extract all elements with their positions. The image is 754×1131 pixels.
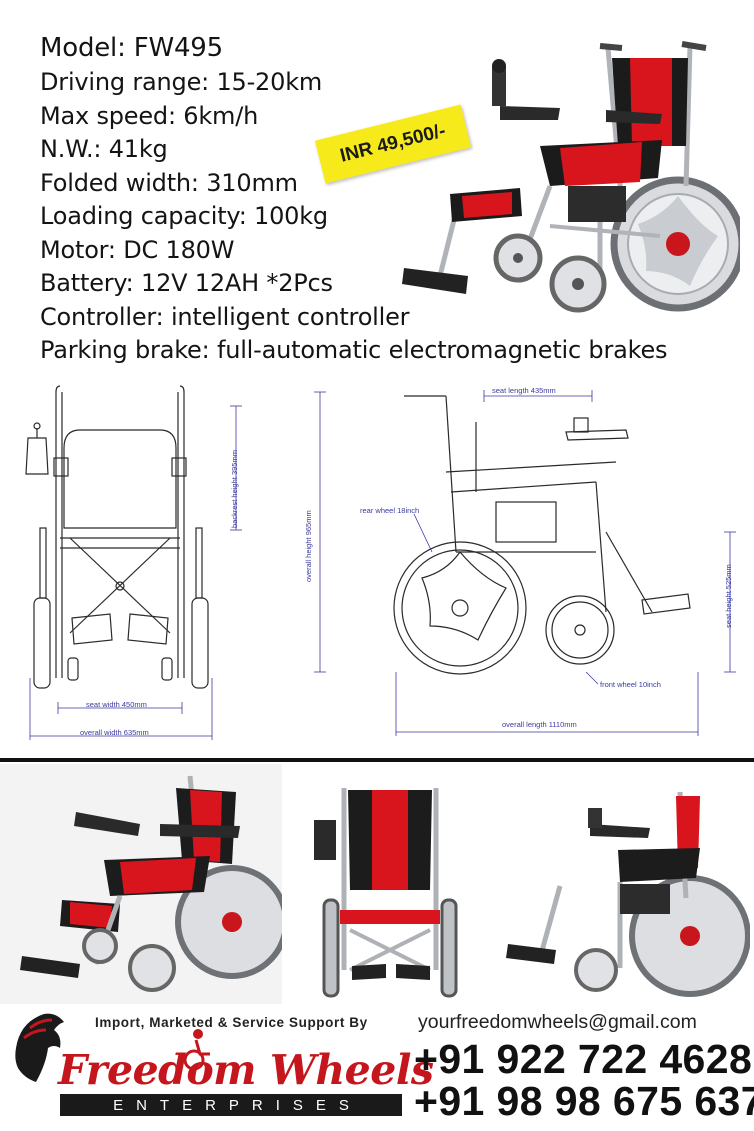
side-view-drawing <box>314 390 736 736</box>
section-divider <box>0 758 754 762</box>
front-view-drawing <box>25 385 242 740</box>
spec-max-speed: Max speed: 6km/h <box>40 101 259 130</box>
brand-logo: Freedom Wheels ENTERPRISES <box>10 1008 434 1120</box>
dim-overall-length: overall length 1110mm <box>502 720 577 729</box>
horse-head-icon <box>15 1013 65 1082</box>
wheelchair-photo-front <box>314 788 458 998</box>
contact-phone-1[interactable]: +91 922 722 4628 <box>414 1036 753 1082</box>
spec-list: Model: FW495 Driving range: 15-20km Max … <box>40 30 680 368</box>
wheelchair-photo-angle <box>0 764 282 1004</box>
spec-motor: Motor: DC 180W <box>40 235 235 264</box>
spec-loading-capacity: Loading capacity: 100kg <box>40 202 328 230</box>
dim-seat-length: seat length 435mm <box>492 386 556 395</box>
dim-seat-width: seat width 450mm <box>86 700 147 709</box>
wheelchair-photo-side <box>506 791 750 997</box>
import-tagline: Import, Marketed & Service Support By <box>95 1015 368 1030</box>
model-name: Model: FW495 <box>40 33 223 63</box>
brand-subtitle: ENTERPRISES <box>113 1096 362 1114</box>
dim-front-wheel: front wheel 10inch <box>600 680 661 689</box>
spec-net-weight: N.W.: 41kg <box>40 135 168 163</box>
contact-phone-2[interactable]: +91 98 98 675 637 <box>414 1078 754 1124</box>
spec-battery: Battery: 12V 12AH *2Pcs <box>40 269 333 297</box>
contact-email[interactable]: yourfreedomwheels@gmail.com <box>418 1011 697 1033</box>
spec-parking-brake: Parking brake: full-automatic electromag… <box>40 336 668 364</box>
spec-folded-width: Folded width: 310mm <box>40 168 298 197</box>
dim-backrest-height: backrest height 395mm <box>230 450 239 528</box>
spec-driving-range: Driving range: 15-20km <box>40 68 323 96</box>
hero-wheelchair-photo <box>402 41 740 313</box>
dim-overall-width: overall width 635mm <box>80 728 149 737</box>
wheelchair-user-icon <box>183 1029 210 1071</box>
dim-seat-height: seat height 525mm <box>724 564 733 628</box>
dim-overall-height: overall height 965mm <box>304 510 313 582</box>
front-view-diagram: backrest height 395mm seat width 450mm o… <box>20 378 252 744</box>
dim-rear-wheel: rear wheel 18inch <box>360 506 420 515</box>
spec-controller: Controller: intelligent controller <box>40 302 410 331</box>
brand-name: Freedom Wheels <box>58 1046 434 1094</box>
side-view-diagram: seat length 435mm overall height 965mm r… <box>296 382 744 738</box>
brand-subtitle-bar: ENTERPRISES <box>60 1094 402 1116</box>
